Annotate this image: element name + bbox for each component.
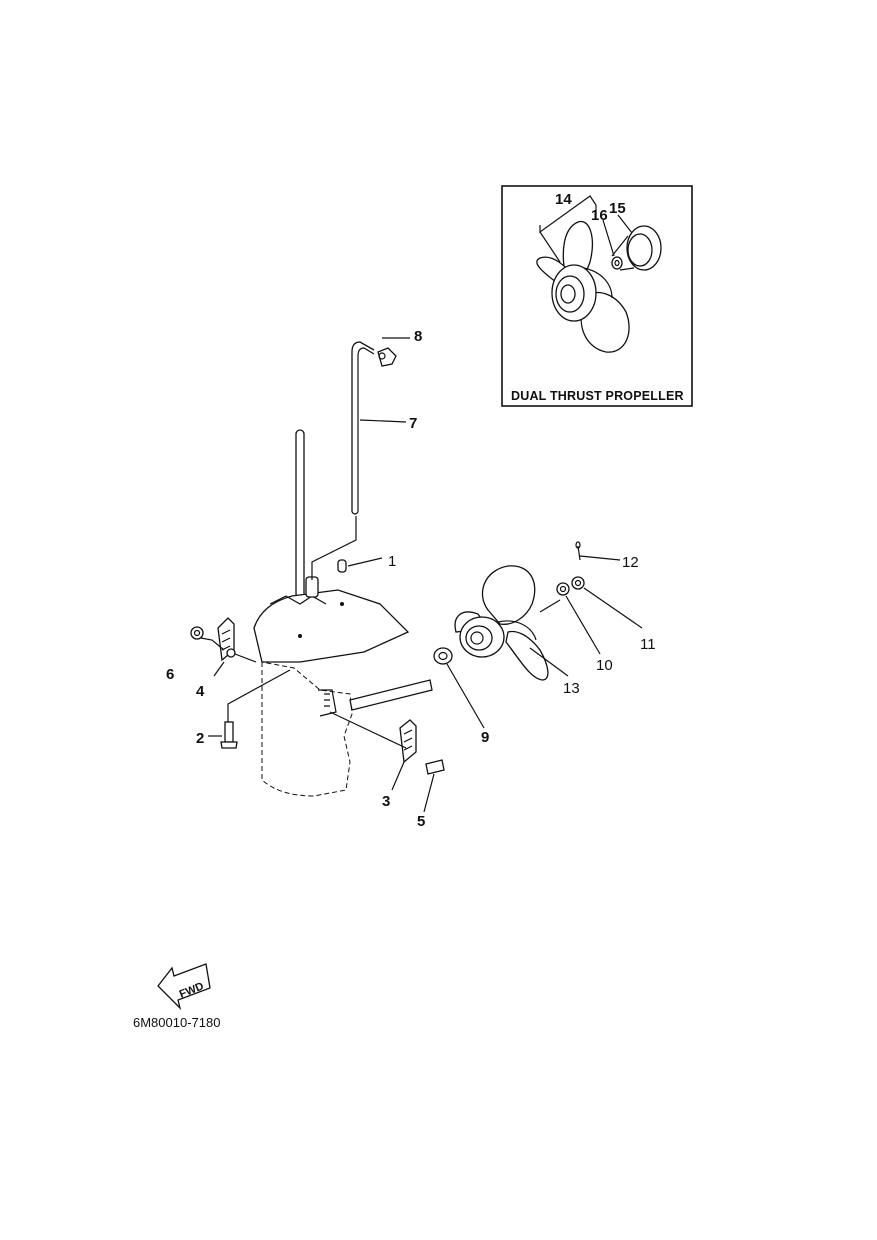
fwd-arrow-icon: FWD xyxy=(157,963,211,1011)
callout-5: 5 xyxy=(417,813,425,830)
washer-10 xyxy=(556,582,570,596)
leader-2 xyxy=(227,669,291,722)
leader-shaft-10 xyxy=(539,599,561,613)
inset-washer-16-hole xyxy=(614,259,620,267)
dowel-pin-1 xyxy=(337,559,347,573)
screw-5 xyxy=(425,759,445,775)
water-pipe-7 xyxy=(351,341,375,515)
bolt-2 xyxy=(220,721,238,749)
casing-dowel-hole xyxy=(340,602,344,606)
nut-6 xyxy=(190,626,204,640)
inset-leader-15 xyxy=(617,214,633,234)
leader-6 xyxy=(200,637,225,651)
callout-1: 1 xyxy=(388,553,396,570)
leader-4b xyxy=(234,653,257,663)
casing-bolt-hole xyxy=(298,634,302,638)
inset-spacer-side xyxy=(611,235,635,271)
callout-7: 7 xyxy=(409,415,417,432)
leader-3b xyxy=(329,711,407,749)
nut-11 xyxy=(571,576,585,590)
leader-4 xyxy=(213,661,225,677)
grommet-8 xyxy=(377,347,397,367)
inset-callout-16: 16 xyxy=(591,207,608,224)
callout-12: 12 xyxy=(622,554,639,571)
leader-12 xyxy=(579,555,621,561)
leader-11 xyxy=(583,587,643,629)
inset-callout-15: 15 xyxy=(609,200,626,217)
anode-3 xyxy=(399,719,417,764)
callout-2: 2 xyxy=(196,730,204,747)
callout-11: 11 xyxy=(640,636,656,653)
callout-6: 6 xyxy=(166,666,174,683)
inset-hub-center xyxy=(560,284,576,304)
inset-leader-14a xyxy=(539,231,561,263)
callout-8: 8 xyxy=(414,328,422,345)
propeller-13 xyxy=(454,565,549,681)
inset-caption: DUAL THRUST PROPELLER xyxy=(511,389,684,403)
leader-13 xyxy=(529,647,569,677)
propeller-shaft xyxy=(349,679,433,711)
leader-5 xyxy=(423,773,435,813)
leader-lines xyxy=(200,337,643,813)
lower-casing-outline xyxy=(261,661,353,797)
inset-leader-16 xyxy=(602,219,615,257)
callout-13: 13 xyxy=(563,680,580,697)
callout-10: 10 xyxy=(596,657,613,674)
thrust-spacer-9 xyxy=(433,647,453,665)
inset-bracket-14 xyxy=(539,195,597,234)
cotter-pin-12 xyxy=(575,541,581,561)
lower-casing xyxy=(253,576,410,797)
leader-7 xyxy=(359,419,407,423)
inset-washer-16 xyxy=(611,256,623,270)
leader-9 xyxy=(446,663,485,729)
inset-hub-side xyxy=(583,267,613,299)
leader-3 xyxy=(391,761,405,791)
leader-1 xyxy=(347,557,383,567)
leader-7-tube xyxy=(311,516,357,580)
callout-3: 3 xyxy=(382,793,390,810)
anode-4 xyxy=(217,617,236,662)
leader-10 xyxy=(565,595,601,655)
diagram-code: 6M80010-7180 xyxy=(133,1015,220,1030)
dual-thrust-propeller-inset: 14 16 15 DUAL THRUST PROPELLER xyxy=(501,185,693,407)
inset-callout-14: 14 xyxy=(555,191,572,208)
callout-4: 4 xyxy=(196,683,205,700)
callout-9: 9 xyxy=(481,729,489,746)
drive-shaft xyxy=(295,429,305,599)
callouts: 8 7 1 12 11 10 13 9 6 4 2 3 5 xyxy=(166,328,656,830)
inset-spacer-15-bore xyxy=(627,233,653,267)
